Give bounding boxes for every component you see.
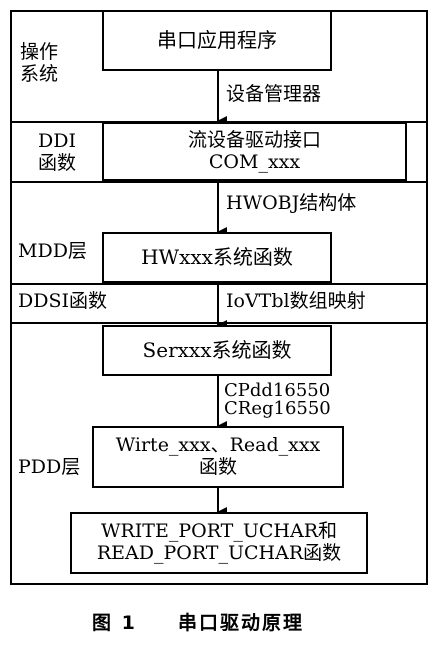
hw-system-box: HWxxx系统函数 <box>102 232 332 283</box>
mdd-label: MDD层 <box>18 240 87 262</box>
ddsi-label: DDSI函数 <box>18 290 107 312</box>
stream-driver-line2: COM_xxx <box>208 150 301 173</box>
device-manager-label: 设备管理器 <box>226 83 322 105</box>
ser-system-box: Serxxx系统函数 <box>102 325 332 376</box>
port-line2: READ_PORT_UCHAR函数 <box>96 542 342 564</box>
write-read-box: Wirte_xxx、Read_xxx 函数 <box>92 426 344 488</box>
iovtbl-label: IoVTbl数组映射 <box>226 290 366 312</box>
ddi-label-line1: DDI <box>38 130 76 152</box>
write-read-line1: Wirte_xxx、Read_xxx <box>115 434 321 457</box>
ddi-label: DDI 函数 <box>38 130 77 175</box>
os-label-line2: 系统 <box>20 62 59 85</box>
ddi-label-line2: 函数 <box>38 151 77 174</box>
stream-driver-box: 流设备驱动接口 COM_xxx <box>102 122 407 181</box>
hwobj-label: HWOBJ结构体 <box>226 192 357 214</box>
port-line1: WRITE_PORT_UCHAR和 <box>100 520 338 543</box>
write-read-line2: 函数 <box>198 456 237 478</box>
os-label-line1: 操作 <box>20 41 59 63</box>
creg-label: CReg16550 <box>224 398 331 419</box>
port-box: WRITE_PORT_UCHAR和 READ_PORT_UCHAR函数 <box>70 512 368 574</box>
os-label: 操作 系统 <box>20 41 59 86</box>
hw-system-text: HWxxx系统函数 <box>141 245 293 269</box>
cpdd-label: CPdd16550 <box>224 380 331 401</box>
serial-app-box: 串口应用程序 <box>102 10 332 71</box>
pdd-label: PDD层 <box>18 456 81 478</box>
serial-app-text: 串口应用程序 <box>157 28 277 52</box>
figure-title: 串口驱动原理 <box>178 612 305 634</box>
figure-number: 图 1 <box>92 612 137 634</box>
ser-system-text: Serxxx系统函数 <box>142 338 292 362</box>
stream-driver-line1: 流设备驱动接口 <box>187 128 321 151</box>
